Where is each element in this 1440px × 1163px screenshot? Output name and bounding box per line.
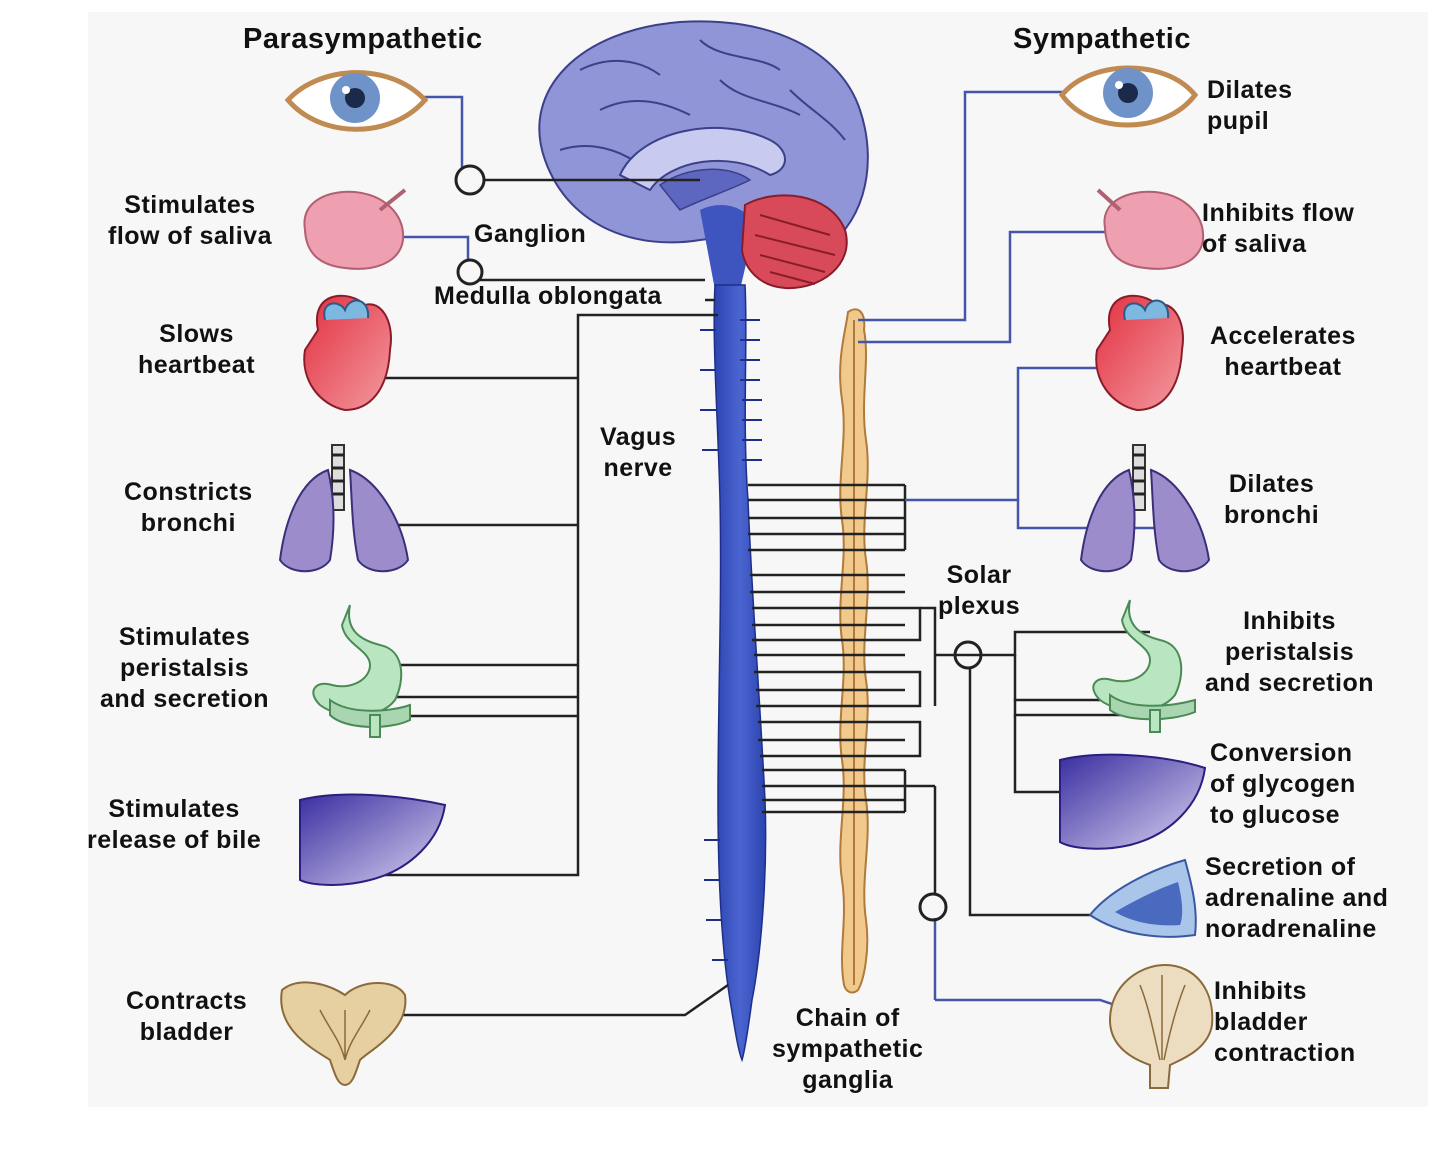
bladder-icon (280, 981, 407, 1087)
sympathetic-nerves (858, 90, 1161, 1022)
sympathetic-header: Sympathetic (1013, 23, 1191, 55)
label-inhibits-bladder: Inhibits bladder contraction (1214, 977, 1356, 1067)
eye-icon (284, 70, 429, 132)
spinal-nerve-stubs (700, 319, 762, 961)
salivary-gland-icon (303, 188, 407, 270)
label-constricts-bronchi: Constricts bronchi (124, 478, 253, 537)
label-inhibits-peristalsis: Inhibits peristalsis and secretion (1205, 607, 1375, 697)
label-ganglion: Ganglion (474, 220, 587, 248)
ganglion-icon (456, 258, 484, 286)
spinal-cord-icon (713, 284, 767, 1063)
label-vagus-nerve: Vagus nerve (600, 423, 677, 482)
bladder-icon (1108, 963, 1214, 1089)
label-glycogen-conversion: Conversion of glycogen to glucose (1210, 739, 1356, 829)
label-stimulates-peristalsis: Stimulates peristalsis and secretion (100, 623, 270, 713)
parasympathetic-header: Parasympathetic (243, 23, 483, 55)
adrenal-gland-icon (1088, 858, 1197, 938)
label-stimulates-bile: Stimulates release of bile (87, 795, 262, 854)
label-medulla-oblongata: Medulla oblongata (434, 282, 662, 310)
label-slows-heartbeat: Slows heartbeat (138, 320, 256, 379)
label-inhibits-saliva: Inhibits flow of saliva (1202, 199, 1355, 258)
ganglion-icon (454, 164, 486, 196)
sympathetic-connections (748, 483, 968, 895)
eye-icon (1058, 65, 1199, 128)
lungs-icon (278, 444, 410, 573)
ganglion-icon (918, 892, 948, 922)
stomach-icon (312, 604, 411, 738)
label-accelerates-heartbeat: Accelerates heartbeat (1210, 322, 1356, 381)
ganglion-icon (953, 640, 983, 670)
salivary-gland-icon (1096, 188, 1205, 270)
stomach-icon (1092, 599, 1196, 733)
cerebellum-icon (740, 194, 848, 290)
label-adrenaline-secretion: Secretion of adrenaline and noradrenalin… (1205, 853, 1389, 943)
label-contracts-bladder: Contracts bladder (126, 987, 248, 1046)
label-chain-sympathetic-ganglia: Chain of sympathetic ganglia (772, 1004, 924, 1094)
label-solar-plexus: Solar plexus (938, 561, 1021, 620)
label-dilates-bronchi: Dilates bronchi (1224, 470, 1320, 529)
liver-icon (1059, 753, 1207, 850)
label-dilates-pupil: Dilates pupil (1207, 76, 1293, 135)
label-stimulates-saliva: Stimulates flow of saliva (108, 191, 272, 250)
heart-icon (1095, 294, 1184, 412)
lungs-icon (1079, 444, 1211, 573)
heart-icon (303, 294, 392, 412)
liver-icon (299, 793, 447, 886)
